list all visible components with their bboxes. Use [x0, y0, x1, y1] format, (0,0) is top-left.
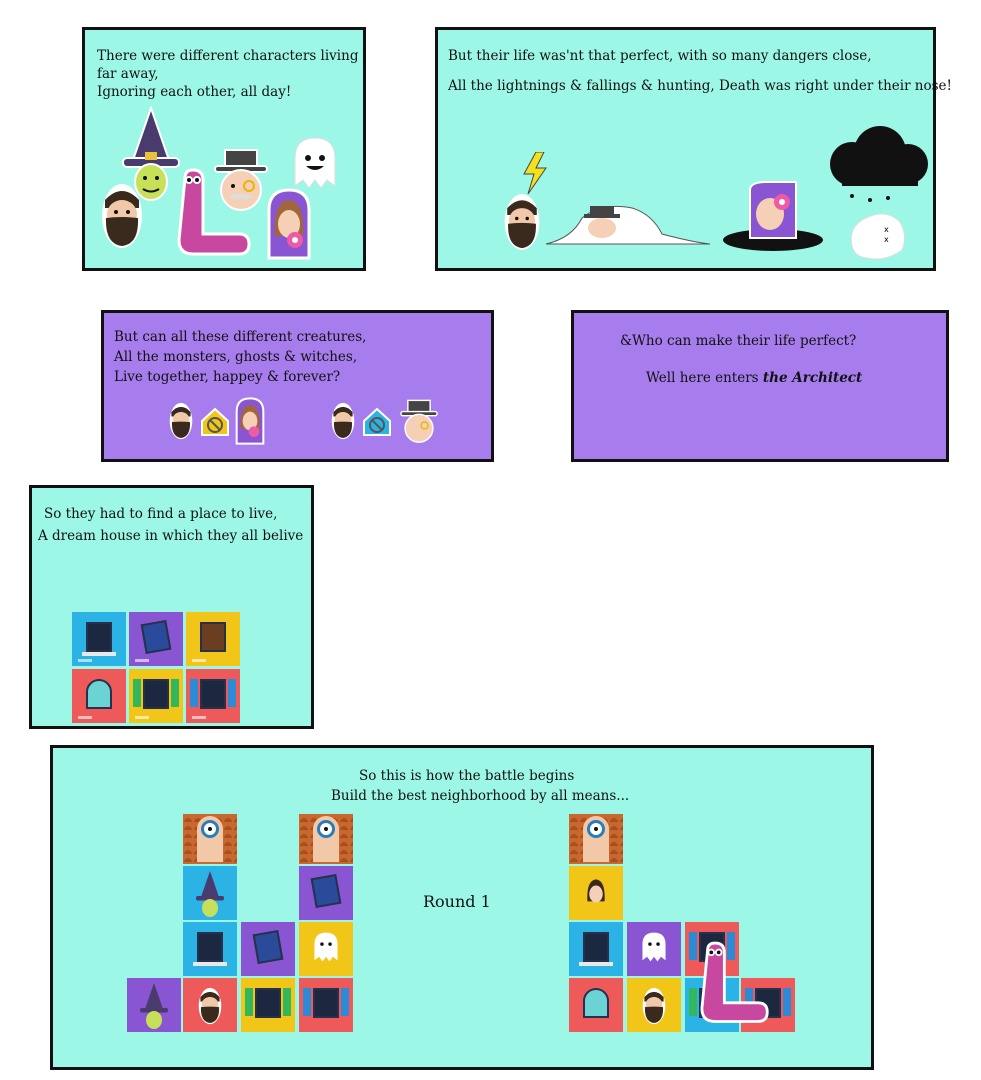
ban-house-icon [363, 407, 391, 436]
svg-text:x: x [884, 235, 889, 244]
panel-1-line-2: far away, [97, 66, 159, 82]
architect-emphasis: the Architect [762, 370, 863, 386]
house-tile [72, 669, 126, 723]
panel-4-line-1: &Who can make their life perfect? [620, 333, 857, 349]
house-tile [72, 612, 126, 666]
ban-house-icon [201, 407, 229, 436]
panel-4-line-2: Well here enters the Architect [646, 368, 862, 388]
house-tile [299, 866, 353, 920]
house-tile [241, 978, 295, 1032]
ghost-icon [294, 137, 336, 189]
house-tile [569, 866, 623, 920]
panel-4-line-2-prefix: Well here enters [646, 370, 763, 386]
house-tile [299, 922, 353, 976]
house-tile [241, 922, 295, 976]
panel-5-line-2: A dream house in which they all belive [38, 528, 304, 544]
bearded-man-icon [102, 184, 142, 248]
panel-3-line-3: Live together, happey & forever? [114, 369, 341, 385]
witch-icon [140, 983, 168, 1029]
bearded-man-icon [169, 402, 193, 440]
woman-icon [267, 188, 311, 260]
house-tile [183, 866, 237, 920]
house-tile [183, 922, 237, 976]
house-tile [129, 612, 183, 666]
house-tile [129, 669, 183, 723]
panel-3-line-2: All the monsters, ghosts & witches, [114, 349, 358, 365]
house-tile [627, 922, 681, 976]
ghost-dead-icon: x x [850, 213, 906, 260]
bearded-man-icon [504, 194, 540, 250]
house-tile [627, 978, 681, 1032]
bearded-man-icon [198, 987, 222, 1025]
house-tile [299, 978, 353, 1032]
bearded-man-icon [331, 402, 355, 440]
panel-3-line-1: But can all these different creatures, [114, 329, 367, 345]
panel-dangers: But their life was'nt that perfect, with… [435, 27, 952, 271]
lightning-icon [523, 152, 547, 194]
house-tile [183, 978, 237, 1032]
bearded-man-icon [642, 987, 666, 1025]
roof-tile [183, 814, 237, 864]
house-tile [569, 978, 623, 1032]
round-label: Round 1 [423, 892, 491, 911]
panel-characters: There were different characters living f… [82, 27, 366, 271]
cloud-icon [830, 126, 928, 202]
woman-falling-icon [723, 181, 823, 251]
panel-battle: So this is how the battle begins Build t… [50, 745, 874, 1070]
ghost-icon [642, 932, 666, 962]
witch-icon [196, 871, 224, 917]
svg-text:x: x [884, 225, 889, 234]
gentleman-flattened-icon [545, 205, 711, 245]
panel-dream-house: So they had to find a place to live, A d… [29, 485, 314, 729]
worm-icon [700, 941, 769, 1023]
house-tile [186, 612, 240, 666]
roof-tile [299, 814, 353, 864]
witch-icon [122, 106, 180, 201]
ghost-icon [314, 932, 338, 962]
woman-icon [235, 397, 265, 445]
woman-icon [587, 879, 605, 903]
house-tile [186, 669, 240, 723]
house-tile [127, 978, 181, 1032]
gentleman-icon [400, 399, 438, 443]
worm-icon [177, 168, 251, 256]
panel-2-line-1: But their life was'nt that perfect, with… [448, 48, 872, 64]
panel-2-line-2: All the lightnings & fallings & hunting,… [448, 78, 952, 94]
panel-6-line-2: Build the best neighborhood by all means… [331, 788, 630, 804]
panel-question: But can all these different creatures, A… [101, 310, 494, 462]
panel-5-line-1: So they had to find a place to live, [44, 506, 278, 522]
roof-tile [569, 814, 623, 864]
panel-6-line-1: So this is how the battle begins [359, 768, 575, 784]
panel-1-line-3: Ignoring each other, all day! [97, 84, 292, 100]
house-tile [569, 922, 623, 976]
panel-1-line-1: There were different characters living [97, 48, 359, 64]
panel-architect: &Who can make their life perfect? Well h… [571, 310, 949, 462]
gentleman-icon [214, 149, 268, 211]
